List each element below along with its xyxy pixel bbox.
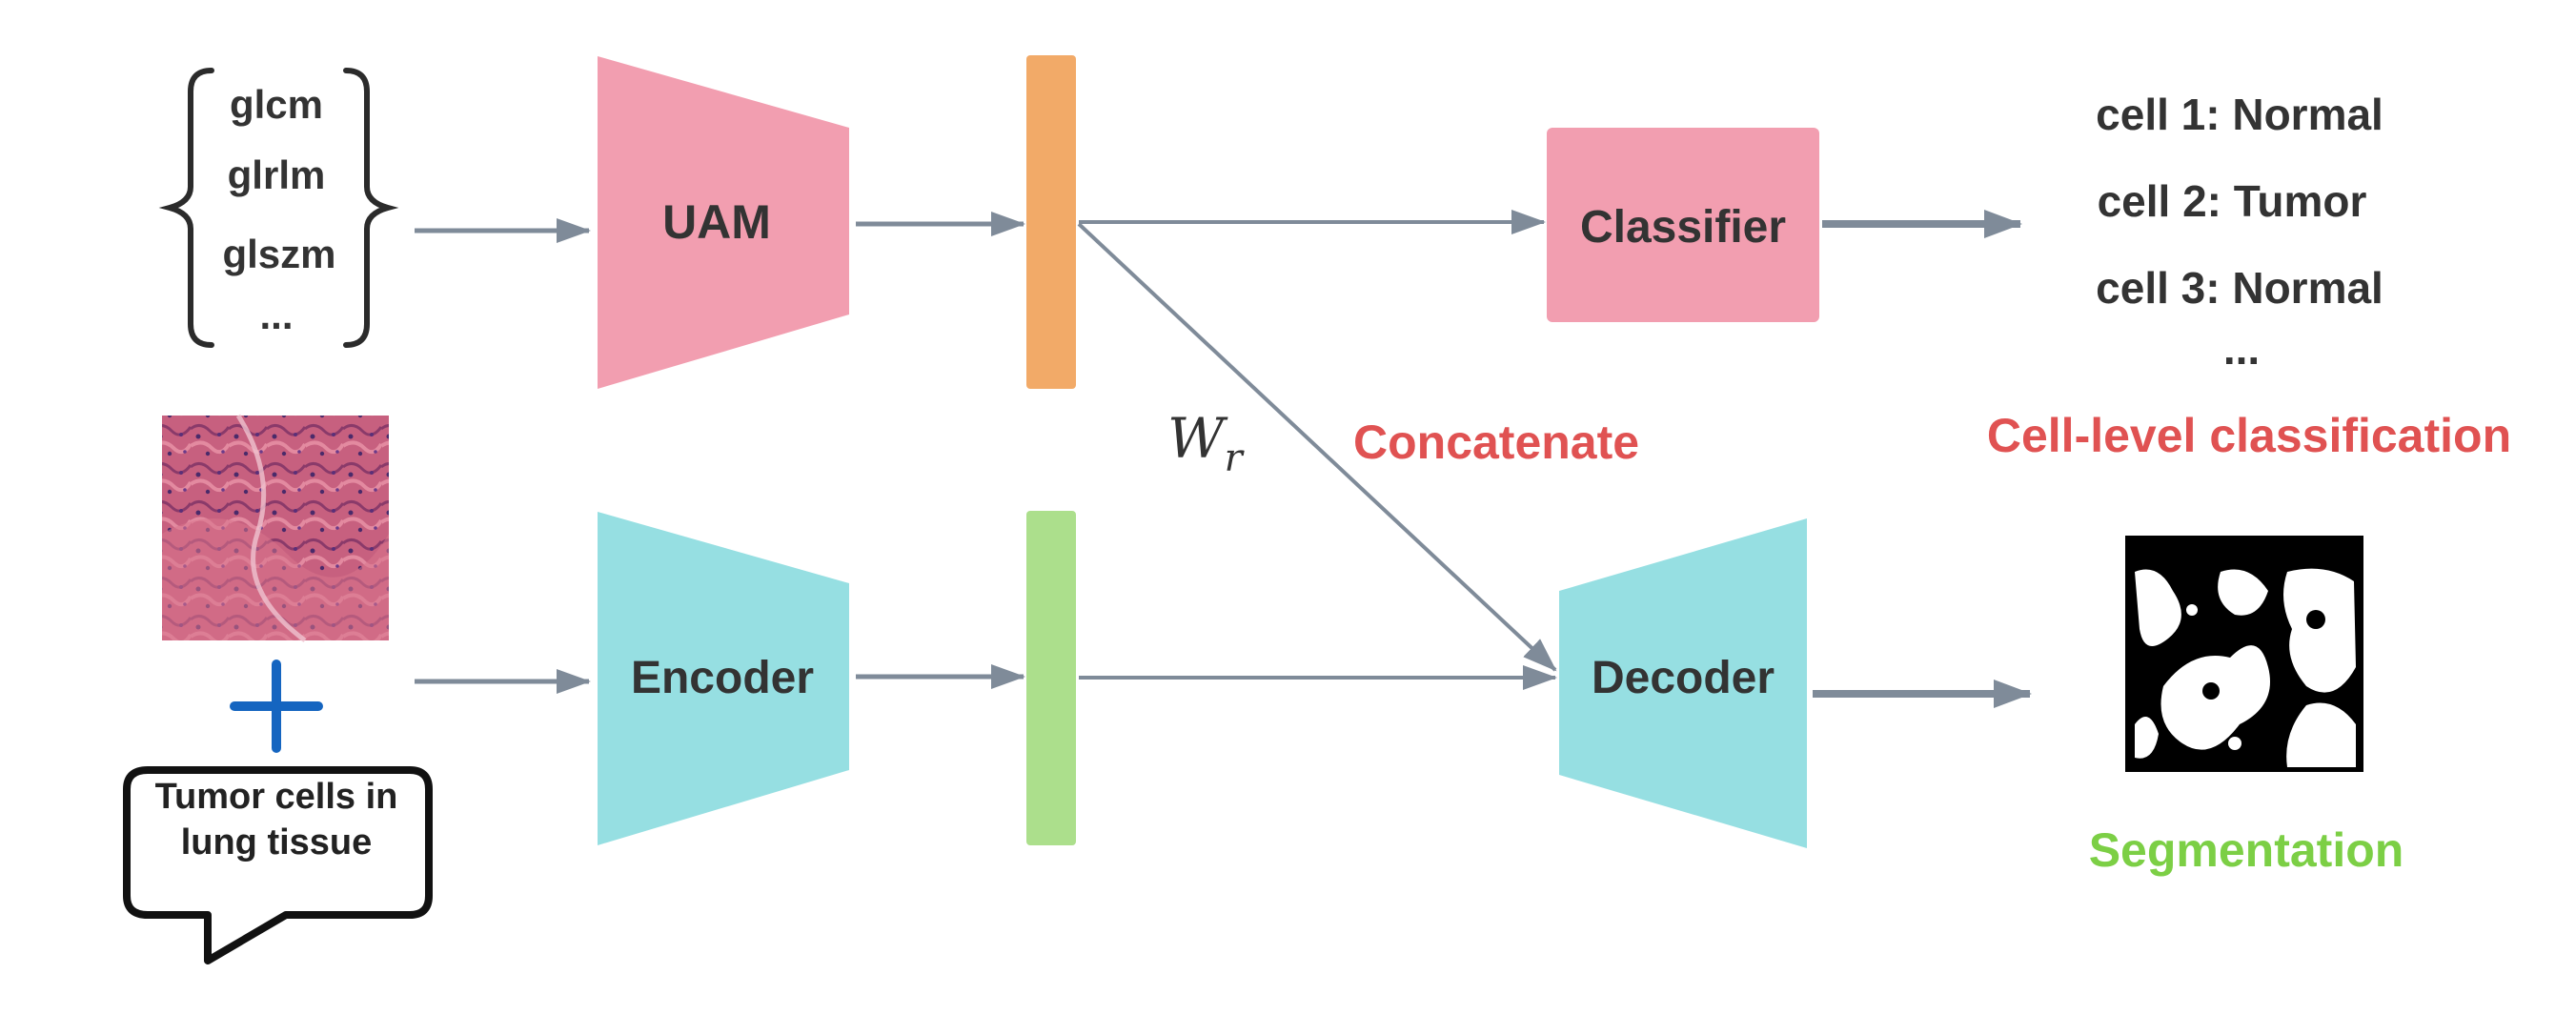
encoder-feature-bar [1026, 511, 1076, 845]
encoder-block [598, 512, 849, 845]
classification-title: Cell-level classification [1987, 409, 2511, 462]
feature-glszm: glszm [222, 232, 335, 276]
classification-result-2: cell 2: Tumor [2098, 176, 2367, 226]
feature-list: glcm glrlm glszm ... [158, 68, 399, 348]
speech-bubble [123, 766, 433, 964]
classification-result-3: cell 3: Normal [2096, 263, 2383, 313]
decoder-block [1559, 518, 1807, 848]
uam-feature-bar [1026, 55, 1076, 389]
classifier-label: Classifier [1580, 202, 1786, 253]
left-brace [158, 68, 214, 348]
classifier-block [1547, 128, 1819, 322]
encoder-label: Encoder [631, 653, 814, 703]
feature-ellipsis: ... [259, 293, 293, 337]
feature-glcm: glcm [230, 82, 323, 127]
arrow-concatenate-to-decoder [1077, 222, 1557, 672]
concatenate-label: Concatenate [1353, 416, 1639, 469]
classification-result-1: cell 1: Normal [2096, 90, 2383, 139]
feature-glrlm: glrlm [228, 152, 326, 197]
weight-label: Wr [1167, 406, 1246, 480]
histology-patch-image [162, 414, 389, 643]
segmentation-mask-image [2125, 536, 2363, 772]
plus-icon [230, 660, 323, 753]
segmentation-title: Segmentation [2089, 823, 2404, 877]
classification-result-ellipsis: ... [2223, 324, 2260, 374]
right-brace [343, 68, 399, 348]
prompt-text: Tumor cells in lung tissue [154, 777, 398, 862]
uam-label: UAM [662, 195, 771, 249]
uam-block [598, 56, 849, 389]
decoder-label: Decoder [1592, 653, 1775, 703]
